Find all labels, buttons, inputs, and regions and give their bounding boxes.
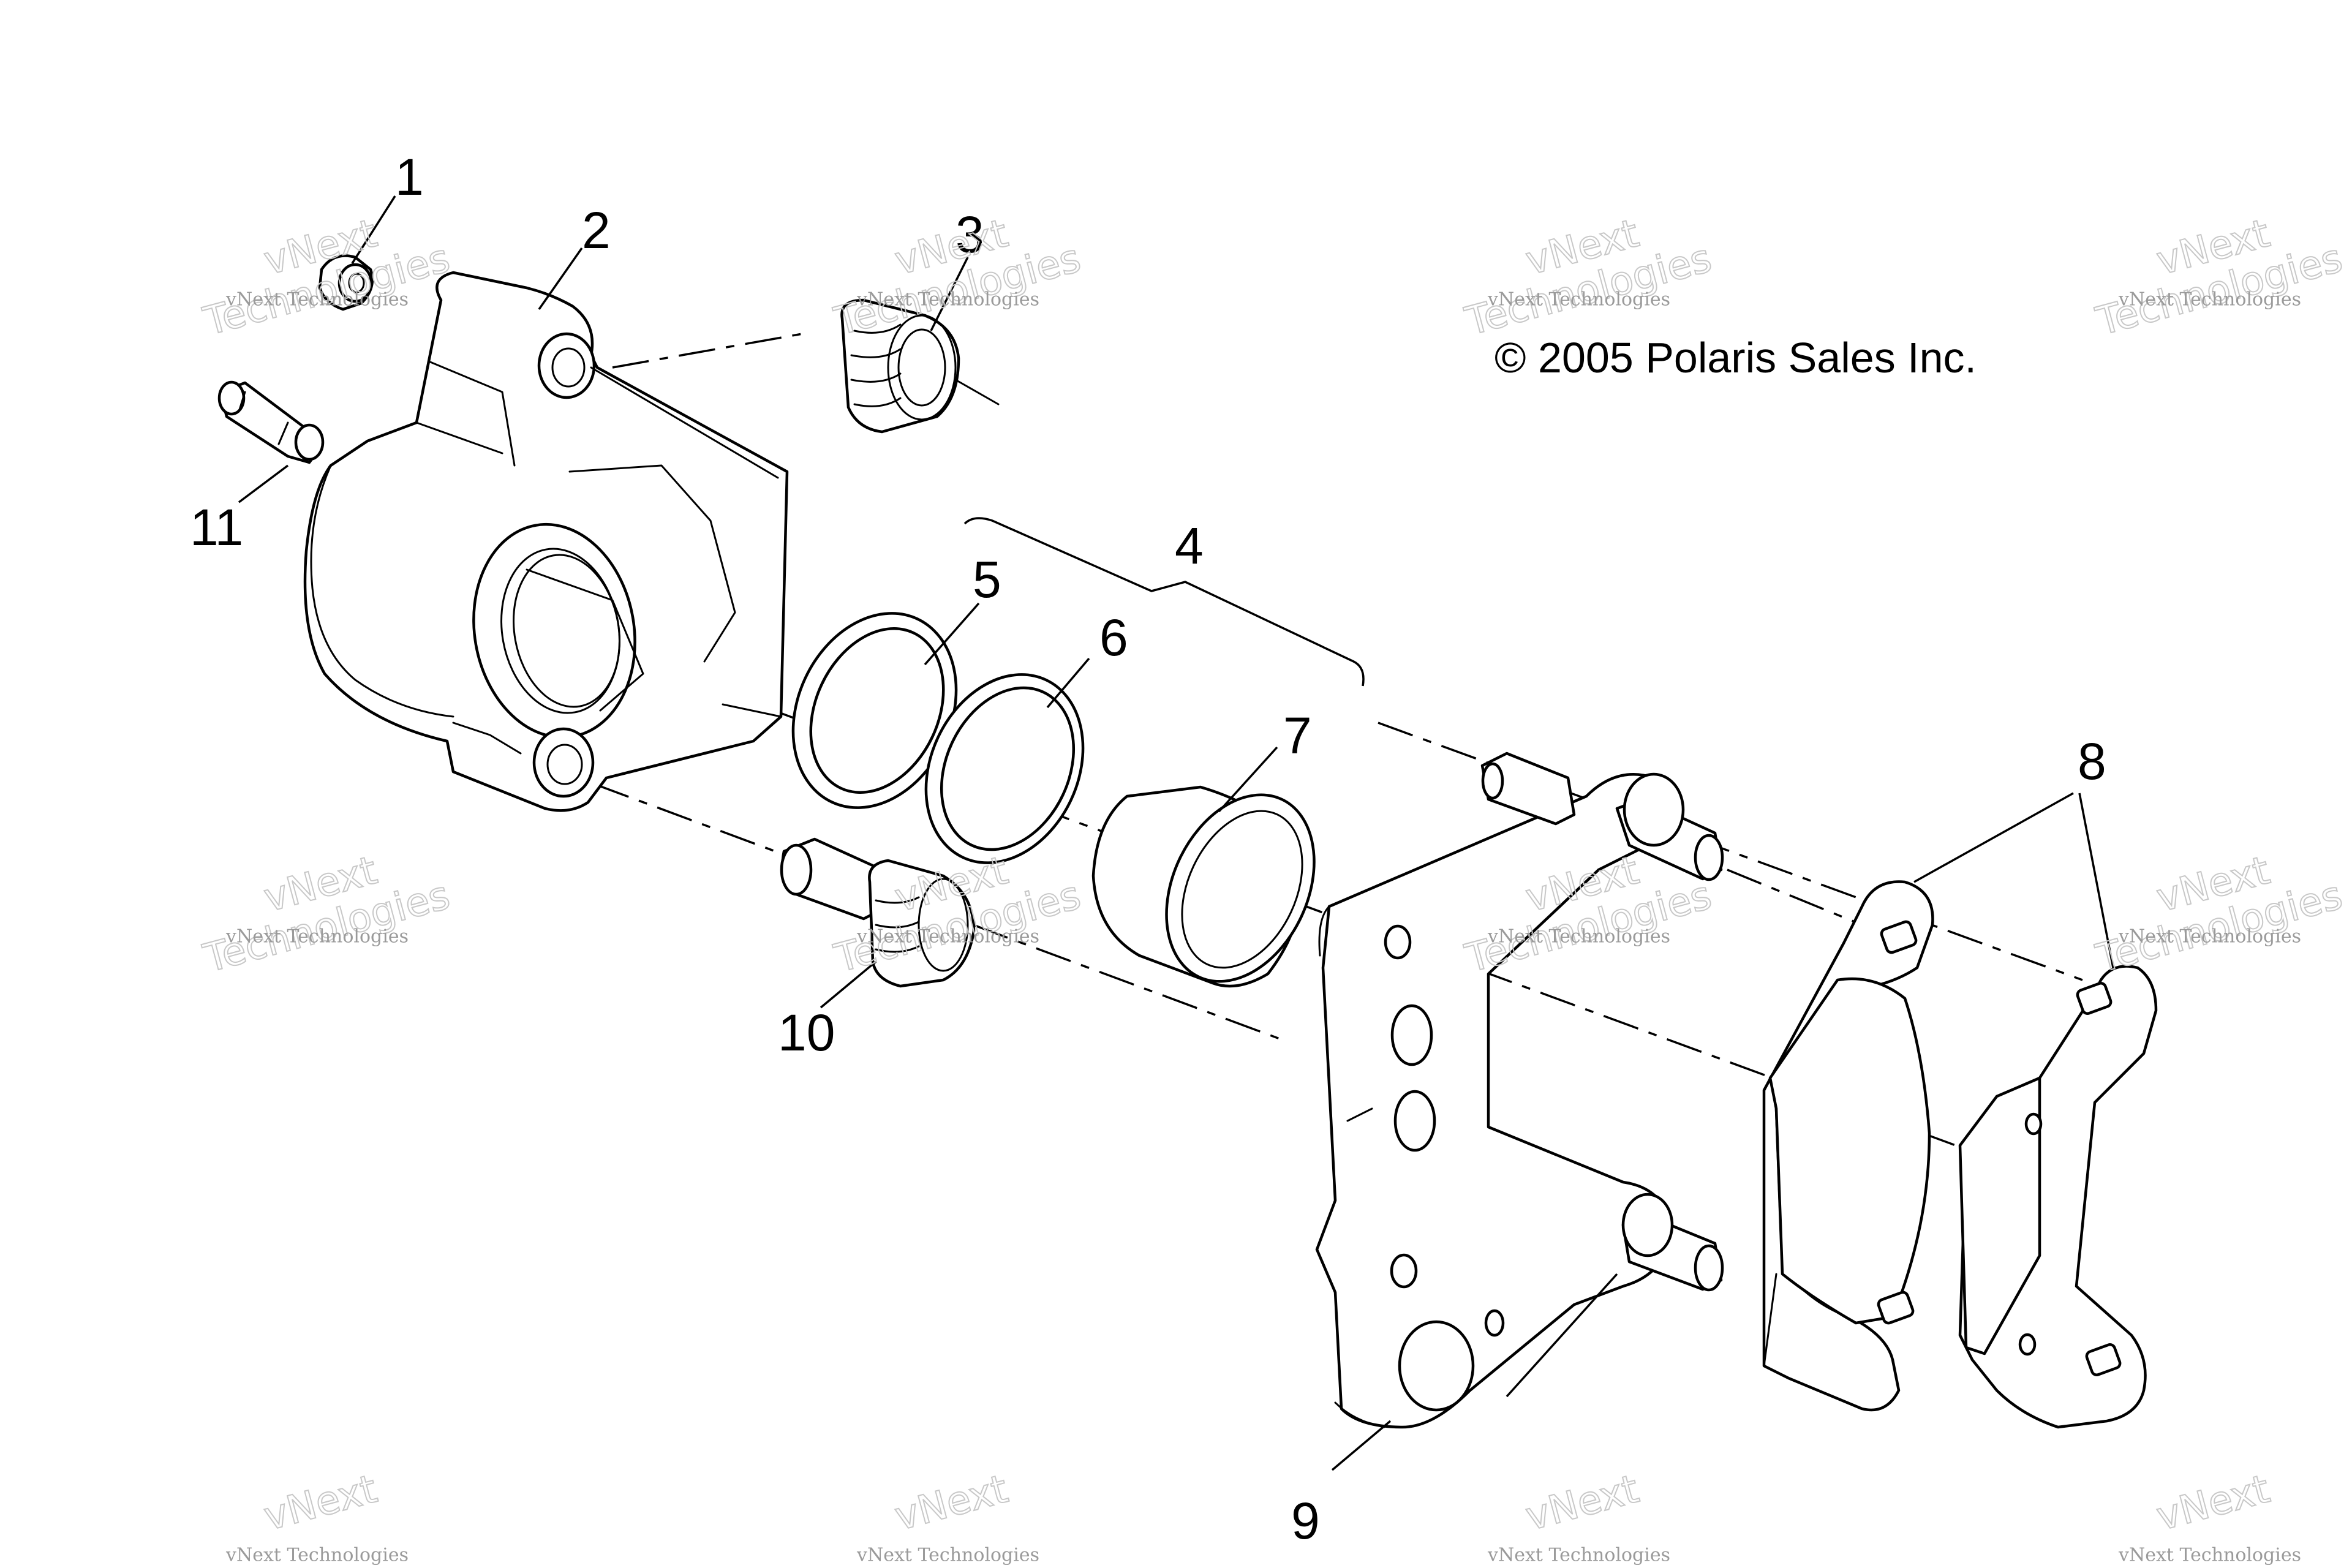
watermark-r1c4: vNext Technologies vNext Technologies [2091, 210, 2348, 345]
watermark-r1c1: vNext Technologies vNext Technologies [198, 210, 455, 345]
watermark-r3c2: vNext vNext Technologies [856, 1466, 1039, 1566]
part-2-caliper-body [303, 271, 789, 812]
callout-11: 11 [190, 499, 243, 556]
copyright-text: © 2005 Polaris Sales Inc. [1494, 334, 1977, 382]
svg-text:vNext Technologies: vNext Technologies [856, 288, 1039, 310]
part-11-bleeder-screw [217, 380, 325, 464]
svg-text:vNext: vNext [2152, 1466, 2274, 1540]
part-10-pin-boot [780, 837, 976, 988]
callout-7: 7 [1283, 707, 1312, 764]
svg-text:vNext Technologies: vNext Technologies [2118, 925, 2301, 947]
part-1-bleeder-cap [318, 254, 374, 311]
watermark-r3c1: vNext vNext Technologies [225, 1466, 409, 1566]
part-7-piston [1091, 785, 1316, 988]
svg-text:vNext Technologies: vNext Technologies [1487, 288, 1670, 310]
callout-9: 9 [1291, 1492, 1320, 1550]
svg-text:vNext Technologies: vNext Technologies [225, 288, 409, 310]
part-3-boot [840, 298, 1000, 434]
callout-4: 4 [1175, 517, 1204, 575]
svg-text:vNext: vNext [259, 1466, 382, 1540]
part-8-pad-outer [1958, 965, 2158, 1429]
watermark-r2c4: vNext Technologies vNext Technologies [2091, 847, 2348, 982]
callout-2: 2 [582, 202, 611, 259]
svg-text:vNext Technologies: vNext Technologies [1487, 1544, 1670, 1566]
svg-text:vNext Technologies: vNext Technologies [225, 1544, 409, 1566]
leader-lines [238, 195, 2114, 1471]
callout-8: 8 [2078, 733, 2106, 790]
watermark-r2c1: vNext Technologies vNext Technologies [198, 847, 455, 982]
svg-text:vNext Technologies: vNext Technologies [856, 925, 1039, 947]
svg-text:vNext: vNext [1521, 1466, 1643, 1540]
watermark-r1c2: vNext Technologies vNext Technologies [829, 210, 1086, 345]
part-5-seal [791, 612, 958, 809]
svg-text:vNext Technologies: vNext Technologies [225, 925, 409, 947]
callout-1: 1 [395, 148, 424, 206]
part-9-bracket [1315, 752, 1724, 1429]
callout-3: 3 [956, 206, 984, 263]
callout-6: 6 [1099, 609, 1128, 666]
svg-text:vNext Technologies: vNext Technologies [2118, 1544, 2301, 1566]
watermark-r3c4: vNext vNext Technologies [2118, 1466, 2301, 1566]
svg-text:vNext Technologies: vNext Technologies [1487, 925, 1670, 947]
part-8-pad-inner [1762, 880, 1934, 1412]
svg-text:vNext Technologies: vNext Technologies [856, 1544, 1039, 1566]
callout-5: 5 [973, 551, 1001, 608]
callout-numbers: 1 2 3 4 5 6 7 8 9 10 11 [190, 148, 2106, 1550]
callout-10: 10 [778, 1004, 835, 1061]
svg-text:vNext Technologies: vNext Technologies [2118, 288, 2301, 310]
watermark-r3c3: vNext vNext Technologies [1487, 1466, 1670, 1566]
svg-text:vNext: vNext [890, 1466, 1012, 1540]
part-6-dust-seal [924, 673, 1085, 864]
